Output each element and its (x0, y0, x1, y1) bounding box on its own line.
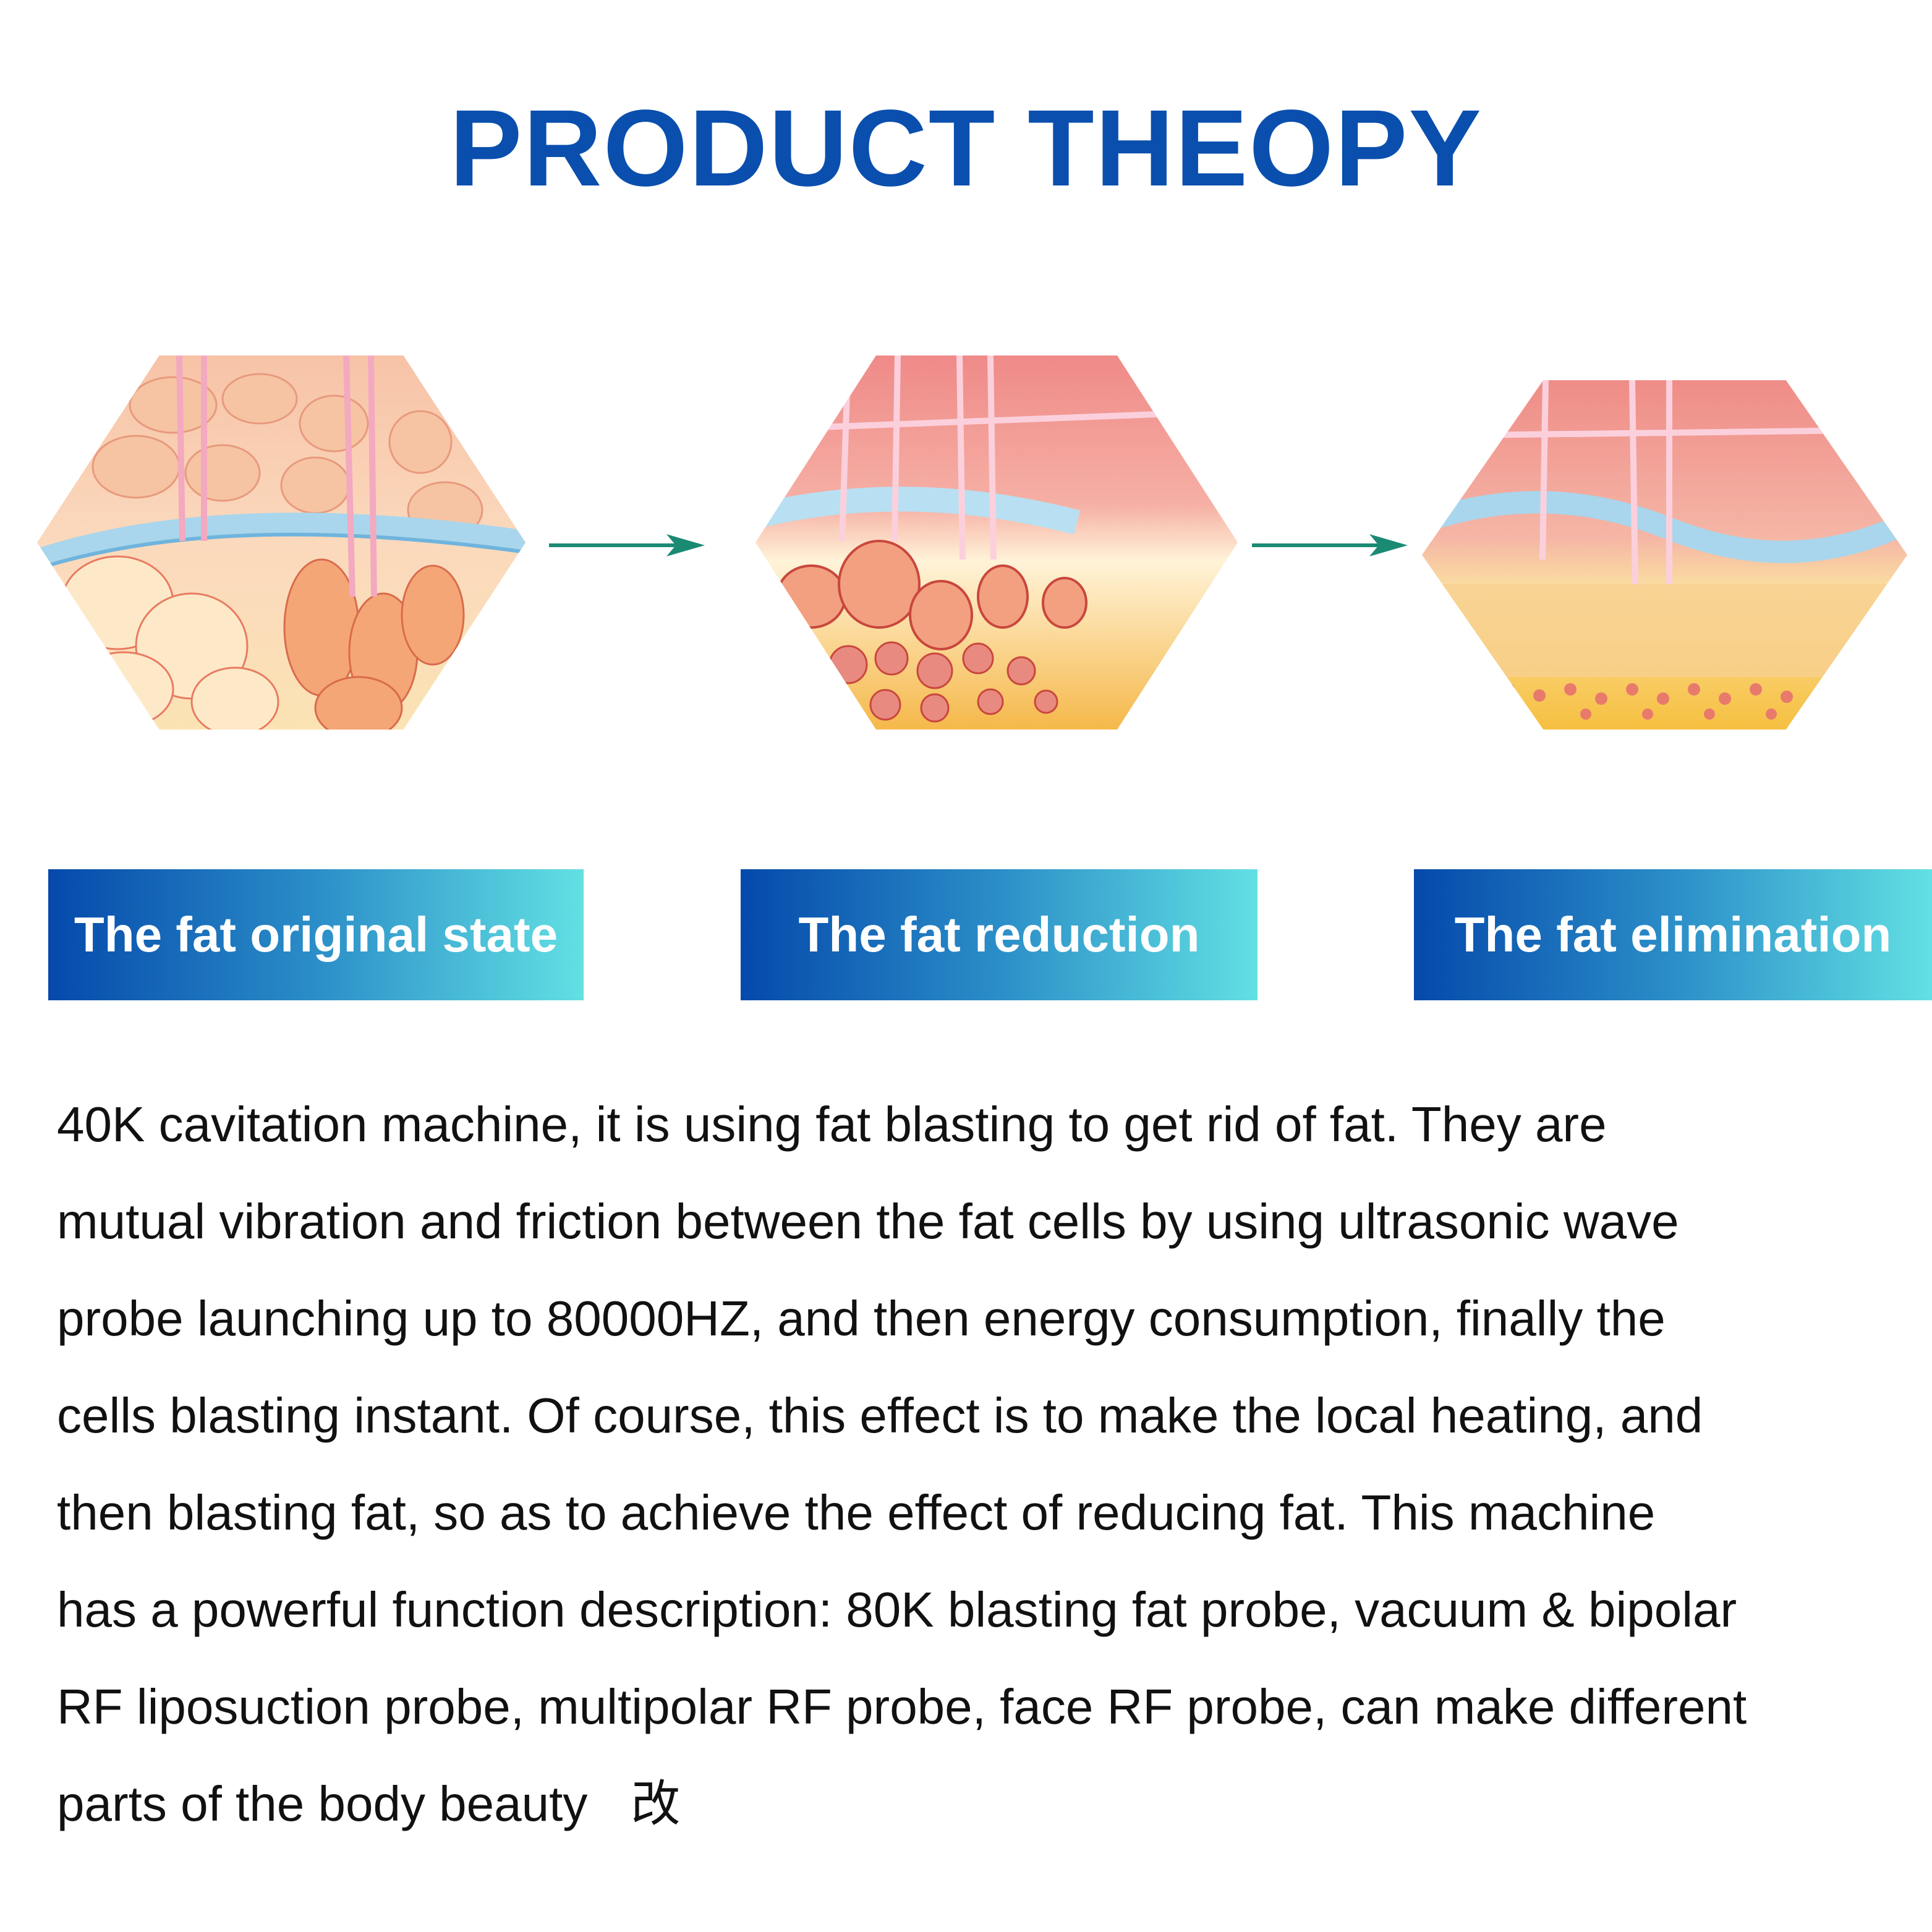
description-paragraph: 40K cavitation machine, it is using fat … (57, 1076, 1924, 1852)
fat-reduction-illustration (755, 355, 1238, 730)
description-line: mutual vibration and friction between th… (57, 1194, 1679, 1249)
arrow-right-icon (549, 533, 705, 558)
description-line: RF liposuction probe, multipolar RF prob… (57, 1679, 1747, 1734)
description-line: 40K cavitation machine, it is using fat … (57, 1097, 1607, 1152)
description-line: cells blasting instant. Of course, this … (57, 1388, 1703, 1443)
stage-label-text: The fat original state (74, 907, 558, 962)
description-line: probe launching up to 80000HZ, and then … (57, 1291, 1666, 1346)
stage-label-original: The fat original state (48, 869, 584, 1000)
description-line: has a powerful function description: 80K… (57, 1582, 1737, 1637)
description-line-last: parts of the body beauty 改 (57, 1755, 1924, 1852)
fat-original-illustration (37, 355, 526, 730)
page-title: PRODUCT THEOPY (449, 88, 1483, 209)
stage-label-reduction: The fat reduction (741, 869, 1258, 1000)
stage-label-elimination: The fat elimination (1414, 869, 1932, 1000)
stage-label-text: The fat reduction (798, 907, 1200, 962)
stage-label-text: The fat elimination (1454, 907, 1892, 962)
fat-elimination-illustration (1422, 380, 1907, 730)
description-line-text: parts of the body beauty (57, 1776, 588, 1831)
trailing-cjk-char: 改 (631, 1775, 681, 1832)
description-line: then blasting fat, so as to achieve the … (57, 1485, 1656, 1540)
arrow-right-icon (1252, 533, 1408, 558)
